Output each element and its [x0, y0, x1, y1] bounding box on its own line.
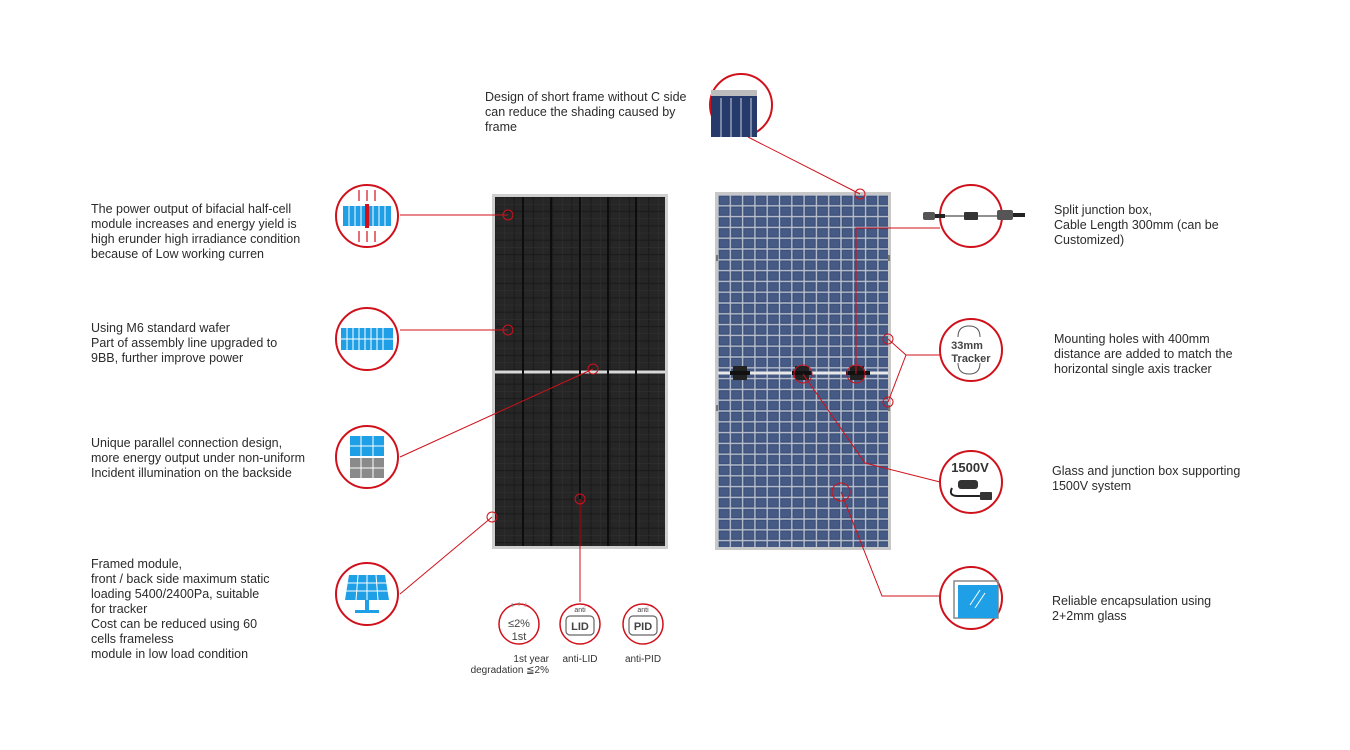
leader-lines	[399, 136, 941, 602]
glass-encapsulation-icon	[939, 566, 1003, 630]
framed-module-text: Framed module, front / back side maximum…	[91, 557, 270, 661]
junction-box-left	[730, 366, 750, 380]
mounting-holes-text: Mounting holes with 400mm distance are a…	[1054, 332, 1233, 376]
degradation-badge: ≤2% 1st	[498, 602, 540, 645]
parallel-connection-icon	[335, 425, 399, 489]
lid-badge-label: LID	[571, 621, 589, 633]
bifacial-icon	[335, 184, 399, 248]
voltage-label: 1500V	[951, 460, 989, 475]
short-frame-icon	[709, 73, 773, 137]
voltage-1500v-icon: 1500V	[939, 450, 1003, 514]
leader-mounting-top	[887, 338, 940, 356]
pid-badge-label: PID	[634, 621, 652, 633]
anti-pid-caption: anti-PID	[624, 654, 662, 665]
leader-short-frame	[747, 136, 861, 195]
degradation-caption: 1st year degradation ≦2%	[470, 654, 549, 676]
bifacial-text: The power output of bifacial half-cell m…	[91, 202, 301, 261]
degradation-badge-year: 1st	[512, 631, 527, 643]
junction-box-text: Split junction box, Cable Length 300mm (…	[1054, 203, 1219, 247]
solar-panel-icon	[335, 562, 399, 626]
split-junction-box-icon	[923, 184, 1025, 248]
lid-badge-anti: anti	[574, 607, 586, 614]
short-frame-text: Design of short frame without C side can…	[485, 90, 687, 134]
leader-parallel	[399, 368, 594, 458]
leader-encapsulation	[840, 491, 940, 597]
leader-junction-box	[855, 227, 940, 374]
junction-box-center	[792, 366, 812, 380]
leader-mounting-bottom	[887, 354, 907, 403]
tracker-word-label: Tracker	[951, 353, 991, 365]
anti-lid-caption: anti-LID	[562, 654, 598, 665]
wafer-icon	[335, 307, 399, 371]
pid-badge-anti: anti	[637, 607, 649, 614]
leader-1500v	[802, 373, 941, 483]
tracker-size-label: 33mm	[951, 340, 983, 352]
anti-pid-badge: anti PID	[622, 603, 664, 645]
leader-framed	[399, 516, 493, 595]
m6-wafer-text: Using M6 standard wafer Part of assembly…	[91, 321, 278, 365]
panel-markers	[486, 188, 894, 523]
degradation-badge-value: ≤2%	[508, 618, 530, 630]
anti-lid-badge: anti LID	[559, 603, 601, 645]
front-panel	[492, 194, 668, 549]
junction-box-right	[846, 366, 870, 380]
tracker-icon: 33mm Tracker	[939, 318, 1003, 382]
glass-1500v-text: Glass and junction box supporting 1500V …	[1052, 464, 1241, 493]
encapsulation-text: Reliable encapsulation using 2+2mm glass	[1052, 594, 1212, 623]
parallel-connection-text: Unique parallel connection design, more …	[91, 436, 306, 480]
